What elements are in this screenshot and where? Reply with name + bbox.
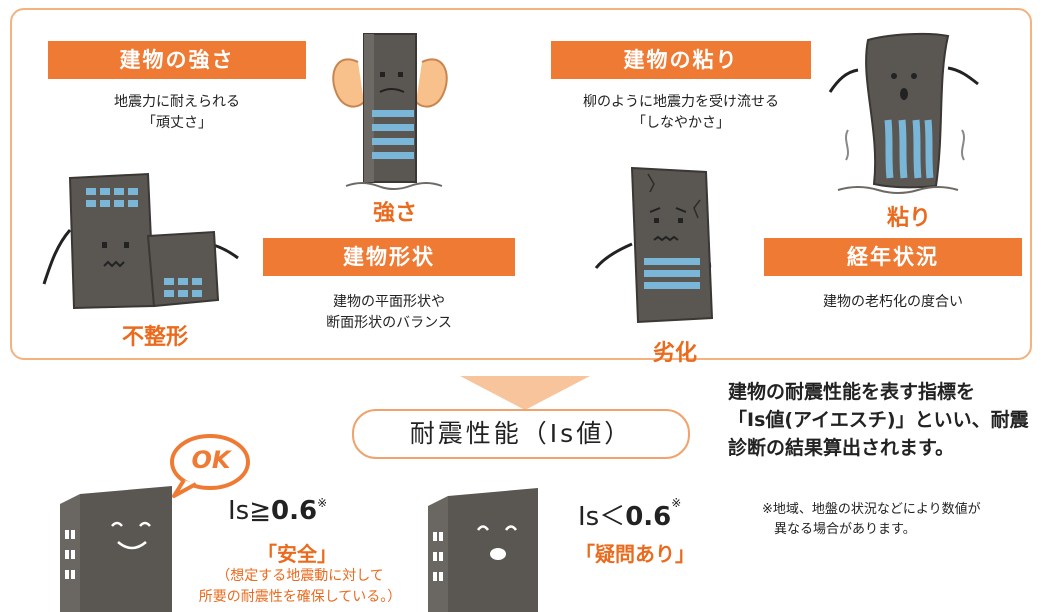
safe-prefix: Is≧ <box>228 496 271 526</box>
safe-mark: ※ <box>317 496 328 510</box>
arrow-down-icon <box>460 376 590 410</box>
tenacity-desc-line-2: 「しなやかさ」 <box>632 115 730 131</box>
explanation-line-3: 診断の結果算出されます。 <box>728 437 955 459</box>
unsafe-mark: ※ <box>671 496 682 510</box>
unsafe-prefix: Is＜ <box>578 502 626 532</box>
explanation-line-2: 「Is値(アイエスチ)」といい、耐震 <box>728 409 1029 431</box>
strong-building-illustration <box>332 33 448 190</box>
footnote-line-2: 異なる場合があります。 <box>774 522 916 537</box>
strength-desc-line-2: 「頑丈さ」 <box>142 115 212 131</box>
aging-desc-line-1: 建物の老朽化の度合い <box>823 294 963 310</box>
unsafe-threshold: Is＜0.6※ <box>578 496 681 533</box>
explanation-line-1: 建物の耐震性能を表す指標を <box>728 381 976 403</box>
aging-heading: 経年状況 <box>764 238 1022 276</box>
footnote-line-1: ※地域、地盤の状況などにより数値が <box>762 502 981 517</box>
strength-label: 強さ <box>372 201 417 226</box>
safe-note-line-1: （想定する地震動に対して <box>216 568 384 584</box>
safe-verdict: 「安全」 <box>257 542 337 566</box>
tenacity-desc-line-1: 柳のように地震力を受け流せる <box>583 94 779 110</box>
unsafe-building-illustration <box>428 488 538 612</box>
aging-building-illustration <box>594 166 714 324</box>
strength-heading: 建物の強さ <box>48 41 306 79</box>
footnote: ※地域、地盤の状況などにより数値が 異なる場合があります。 <box>762 500 1042 540</box>
irregular-building-illustration <box>42 172 239 310</box>
safe-value: 0.6 <box>271 496 318 526</box>
flexible-building-illustration <box>828 32 979 194</box>
tenacity-label: 粘り <box>886 206 931 231</box>
unsafe-value: 0.6 <box>625 502 672 532</box>
shape-desc-line-1: 建物の平面形状や <box>333 294 445 310</box>
unsafe-verdict: 「疑問あり」 <box>575 542 695 566</box>
safe-note-line-2: 所要の耐震性を確保している。） <box>198 589 402 605</box>
ok-speech-bubble <box>170 434 250 498</box>
strength-desc-line-1: 地震力に耐えられる <box>114 94 240 110</box>
safe-threshold: Is≧0.6※ <box>228 496 327 526</box>
seismic-performance-pill: 耐震性能（Is値） <box>352 409 690 459</box>
tenacity-heading: 建物の粘り <box>551 41 811 79</box>
ok-text: OK <box>191 446 231 474</box>
shape-heading: 建物形状 <box>263 238 515 276</box>
factors-panel <box>10 8 1032 360</box>
seismic-performance-title: 耐震性能（Is値） <box>409 419 633 448</box>
shape-desc-line-2: 断面形状のバランス <box>326 315 452 331</box>
irregular-label: 不整形 <box>121 325 188 350</box>
safe-building-illustration <box>60 486 172 612</box>
is-value-explanation: 建物の耐震性能を表す指標を 「Is値(アイエスチ)」といい、耐震 診断の結果算出… <box>728 378 1038 462</box>
aging-label: 劣化 <box>652 341 697 366</box>
